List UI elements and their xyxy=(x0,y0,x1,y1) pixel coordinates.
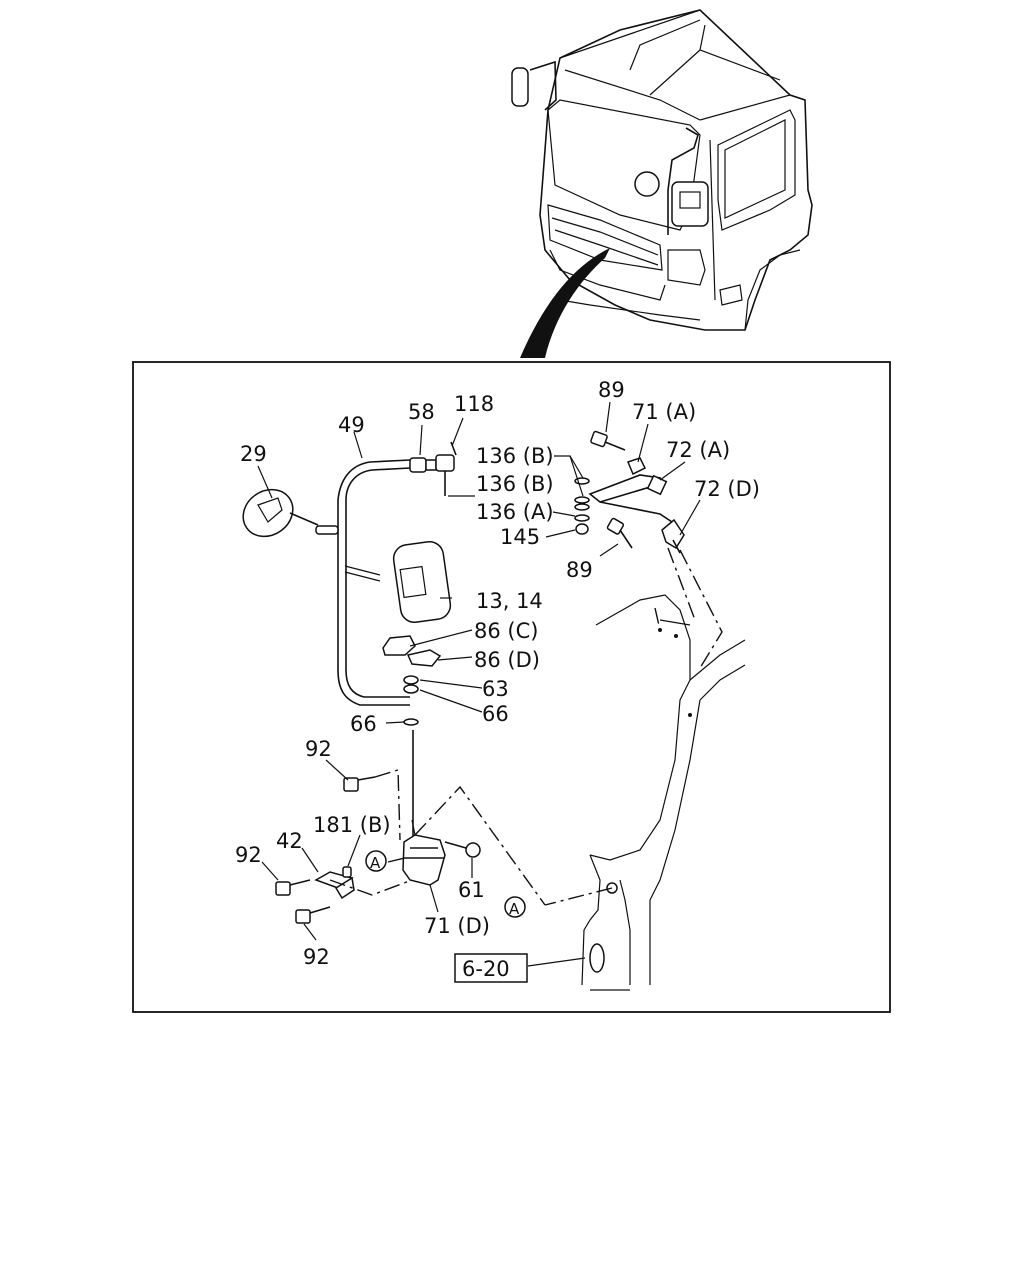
washer-stack xyxy=(403,675,419,726)
reference-box[interactable]: 6-20 xyxy=(454,953,528,983)
label-66-left: 66 xyxy=(350,712,377,736)
label-136b-2: 136 (B) xyxy=(476,472,554,496)
label-136a: 136 (A) xyxy=(476,500,554,524)
main-mirror-icon xyxy=(344,540,452,624)
label-61: 61 xyxy=(458,878,485,902)
label-13-14: 13, 14 xyxy=(476,589,543,613)
label-86c: 86 (C) xyxy=(474,619,538,643)
detail-frame xyxy=(132,361,891,1013)
convex-mirror-icon xyxy=(242,488,339,538)
label-92-top: 92 xyxy=(305,737,332,761)
lower-bracket xyxy=(402,819,481,886)
label-181b: 181 (B) xyxy=(313,813,391,837)
elbow-joint xyxy=(435,441,457,496)
label-71d: 71 (D) xyxy=(424,914,490,938)
label-58: 58 xyxy=(408,400,435,424)
label-92-left: 92 xyxy=(235,843,262,867)
bolt-icon xyxy=(295,906,331,924)
label-86d: 86 (D) xyxy=(474,648,540,672)
assembly-guide-lines xyxy=(329,547,723,906)
upper-bracket xyxy=(588,457,685,554)
spring-washers xyxy=(574,477,590,535)
reference-label: 6-20 xyxy=(462,957,510,981)
bolt-icon xyxy=(606,517,633,549)
label-92-bottom: 92 xyxy=(303,945,330,969)
label-72a: 72 (A) xyxy=(666,438,730,462)
truck-cab-illustration xyxy=(511,9,813,358)
callout-a-right: A xyxy=(504,896,526,918)
label-42: 42 xyxy=(276,829,303,853)
label-66-right: 66 xyxy=(482,702,509,726)
leader-lines xyxy=(257,401,701,967)
label-89-bottom: 89 xyxy=(566,558,593,582)
bolt-icon xyxy=(343,776,376,792)
label-72d: 72 (D) xyxy=(694,477,760,501)
label-49: 49 xyxy=(338,413,365,437)
bolt-icon xyxy=(590,430,626,451)
bolt-icon xyxy=(275,879,311,896)
label-71a: 71 (A) xyxy=(632,400,696,424)
label-29: 29 xyxy=(240,442,267,466)
mirror-stay-pipe xyxy=(337,459,411,706)
label-89-top: 89 xyxy=(598,378,625,402)
svg-text:A: A xyxy=(370,854,381,872)
label-145: 145 xyxy=(500,525,540,549)
clamp-brackets xyxy=(382,635,442,667)
cab-pillar-outline xyxy=(581,594,746,991)
label-118: 118 xyxy=(454,392,494,416)
clamp-fitting xyxy=(409,457,437,473)
label-136b-1: 136 (B) xyxy=(476,444,554,468)
callout-a-left: A xyxy=(365,850,387,872)
label-63: 63 xyxy=(482,677,509,701)
svg-text:A: A xyxy=(509,900,520,918)
